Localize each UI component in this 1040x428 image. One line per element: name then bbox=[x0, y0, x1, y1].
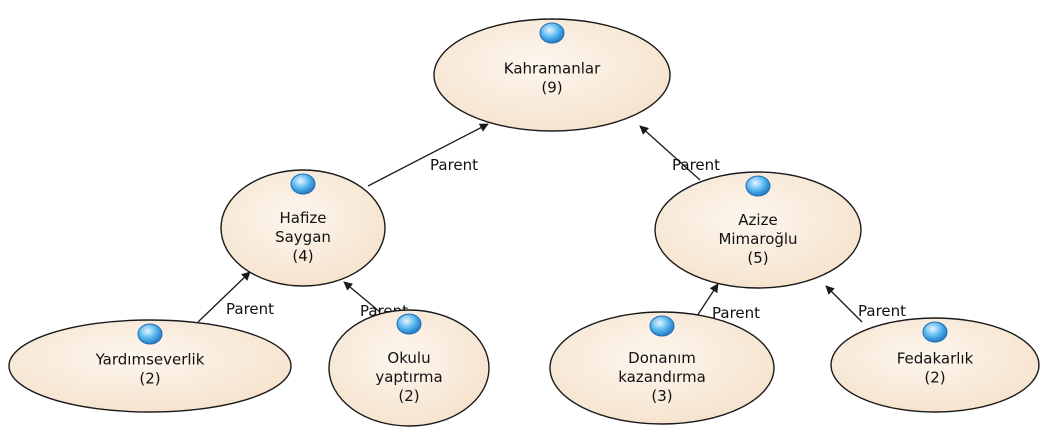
node-shape bbox=[433, 18, 671, 132]
edge-hafize-to-kahramanlar bbox=[367, 123, 489, 187]
node-label-line: kazandırma bbox=[618, 368, 706, 386]
node-label-line: Fedakarlık bbox=[897, 350, 974, 368]
node-label-line: Azize bbox=[738, 211, 777, 229]
node-label-line: Mimaroğlu bbox=[718, 230, 797, 248]
edge-label-fedakarlik: Parent bbox=[858, 302, 906, 320]
node-label-line: Kahramanlar bbox=[504, 60, 601, 78]
node-shape bbox=[328, 309, 490, 427]
node-label-line: (4) bbox=[292, 247, 313, 265]
node-label-line: (2) bbox=[398, 387, 419, 405]
node-label-line: Hafize bbox=[279, 209, 326, 227]
node-shape bbox=[549, 311, 775, 425]
edge-fedakarlik-to-azize bbox=[825, 285, 863, 323]
edge-label-donanim: Parent bbox=[712, 304, 760, 322]
blue-dot-icon bbox=[539, 22, 565, 44]
blue-dot-icon bbox=[745, 175, 771, 197]
blue-dot-icon bbox=[396, 313, 422, 335]
blue-dot-icon bbox=[290, 173, 316, 195]
edge-label-yardimseverlik: Parent bbox=[226, 300, 274, 318]
blue-dot-icon bbox=[137, 323, 163, 345]
edge-yardimseverlik-to-hafize bbox=[197, 271, 251, 323]
node-kahramanlar[interactable]: Kahramanlar(9) bbox=[433, 18, 671, 132]
node-label-line: (9) bbox=[541, 79, 562, 97]
blue-dot-icon bbox=[922, 321, 948, 343]
node-label-line: (3) bbox=[651, 387, 672, 405]
node-label-line: (5) bbox=[747, 249, 768, 267]
edge-label-azize: Parent bbox=[672, 156, 720, 174]
edge-donanim-to-azize bbox=[696, 283, 719, 317]
node-label-line: Saygan bbox=[275, 228, 331, 246]
node-yardimseverlik[interactable]: Yardımseverlik(2) bbox=[8, 319, 292, 413]
node-label-line: Donanım bbox=[628, 349, 696, 367]
node-shape bbox=[654, 171, 862, 289]
node-shape bbox=[220, 169, 386, 287]
node-label-line: (2) bbox=[924, 369, 945, 387]
node-fedakarlik[interactable]: Fedakarlık(2) bbox=[830, 317, 1040, 413]
node-label-line: Okulu bbox=[387, 349, 430, 367]
node-label-line: Yardımseverlik bbox=[95, 351, 205, 369]
node-label-line: yaptırma bbox=[375, 368, 442, 386]
node-shape bbox=[8, 319, 292, 413]
node-label-line: (2) bbox=[139, 370, 160, 388]
blue-dot-icon bbox=[649, 315, 675, 337]
node-shape bbox=[830, 317, 1040, 413]
edge-azize-to-kahramanlar bbox=[639, 125, 701, 181]
edge-okulu-to-hafize bbox=[343, 281, 381, 313]
edge-label-hafize: Parent bbox=[430, 156, 478, 174]
